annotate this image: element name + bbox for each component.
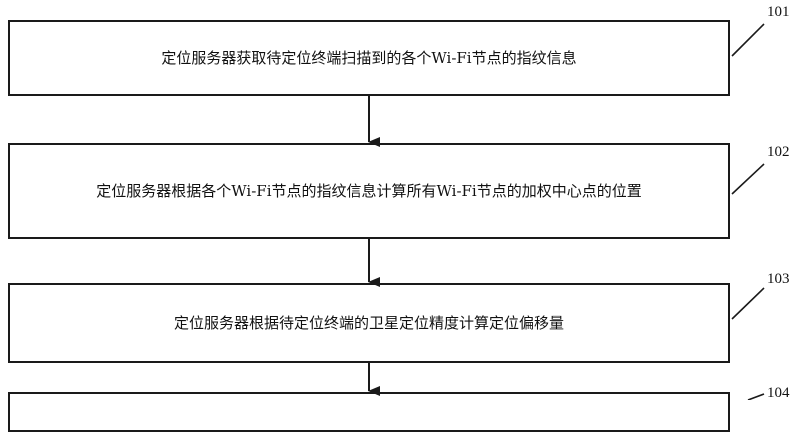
step-number-102: 102 — [767, 144, 790, 160]
flowchart-step-104-box — [8, 392, 730, 432]
step-number-101: 101 — [767, 4, 790, 20]
step-102-text: 定位服务器根据各个Wi-Fi节点的指纹信息计算所有Wi-Fi节点的加权中心点的位… — [96, 182, 642, 200]
flowchart-step-101-box: 定位服务器获取待定位终端扫描到的各个Wi-Fi节点的指纹信息 — [8, 20, 730, 96]
step-number-103: 103 — [767, 271, 790, 287]
flowchart-step-102-box: 定位服务器根据各个Wi-Fi节点的指纹信息计算所有Wi-Fi节点的加权中心点的位… — [8, 143, 730, 239]
leader-line-102 — [731, 163, 765, 195]
step-number-104: 104 — [767, 385, 790, 401]
flowchart-step-103-box: 定位服务器根据待定位终端的卫星定位精度计算定位偏移量 — [8, 283, 730, 363]
step-103-text: 定位服务器根据待定位终端的卫星定位精度计算定位偏移量 — [173, 314, 564, 332]
leader-line-101 — [731, 23, 765, 57]
step-101-text: 定位服务器获取待定位终端扫描到的各个Wi-Fi节点的指纹信息 — [161, 49, 577, 67]
leader-line-104 — [747, 393, 765, 400]
leader-line-103 — [731, 287, 765, 320]
